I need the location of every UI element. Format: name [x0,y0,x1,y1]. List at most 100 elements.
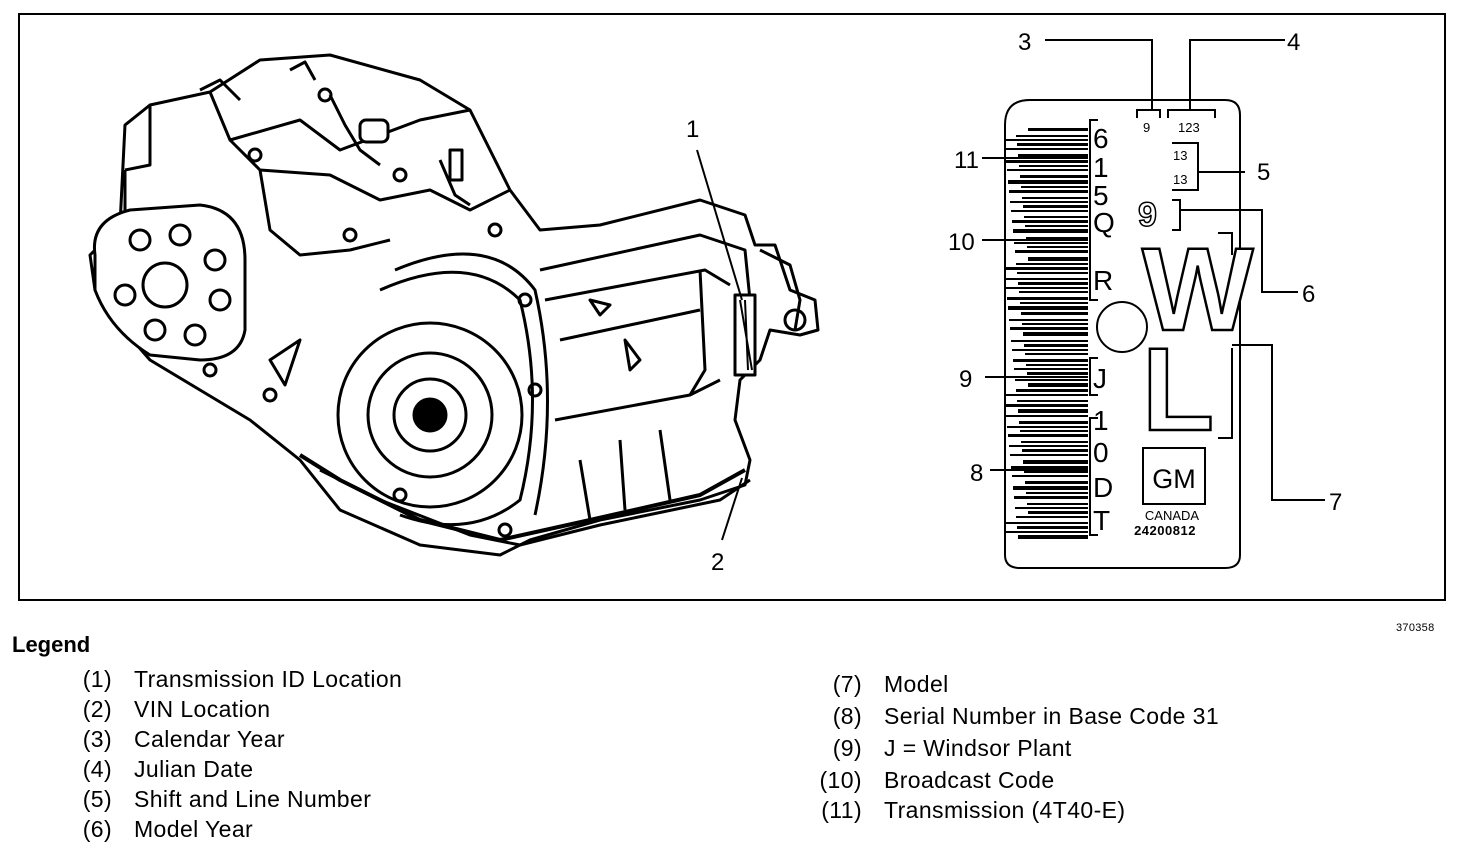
barcode-stripe [1028,383,1088,387]
barcode-stripe [1012,349,1088,351]
legend-text-7: Model [884,671,949,697]
label-leader-lines [982,39,1325,501]
gm-logo [1142,447,1206,505]
barcode-stripe [1015,250,1088,253]
broadcast-code-char: 6 [1093,123,1109,154]
barcode-stripe [1005,278,1088,280]
barcode-stripe [1004,522,1088,524]
legend-text-6: Model Year [134,816,254,842]
barcode-stripe [1009,445,1088,447]
callout-4: 4 [1287,29,1300,56]
callout-1: 1 [686,116,699,143]
broadcast-code-char: 0 [1093,437,1109,468]
model-letter-w: W [1142,224,1254,356]
legend-item-5: (5)Shift and Line Number [83,786,371,813]
shift-line-value-2: 13 [1173,172,1187,187]
broadcast-code-char: R [1093,265,1113,296]
barcode-stripe [1025,481,1088,484]
barcode-stripe [1005,148,1088,150]
barcode-stripe [1004,267,1088,270]
barcode-stripe [1022,197,1088,199]
barcode-stripe [1019,165,1088,167]
barcode-stripe [1013,486,1088,490]
legend-item-2: (2)VIN Location [83,696,271,723]
barcode-stripe [1020,302,1088,304]
broadcast-code-char: J [1093,363,1107,394]
barcode-stripe [1027,246,1088,248]
barcode-stripe [1022,323,1088,325]
barcode-stripe [1027,372,1088,375]
legend-title: Legend [12,632,91,657]
barcode-stripe [1023,460,1088,464]
legend-text-4: Julian Date [134,756,254,782]
barcode-stripe [1012,220,1088,223]
barcode-stripe [1018,535,1088,539]
barcode-stripe [1017,400,1088,402]
barcode-stripe [1011,466,1088,469]
legend-item-9: (9) J = Windsor Plant [833,735,1072,762]
barcode-stripe [1024,471,1088,473]
barcode-stripe [1017,143,1088,146]
julian-date-value: 123 [1178,120,1200,135]
barcode-stripe [1028,128,1088,131]
transmission-drawing [88,53,820,557]
barcode-stripe [1015,507,1088,509]
barcode-stripe [1020,430,1088,432]
barcode-stripe [1026,364,1088,366]
model-year-value: 9 [1138,196,1157,234]
barcode-stripe [1008,306,1088,310]
barcode-stripe [1024,344,1088,347]
broadcast-code-char: 1 [1093,405,1109,436]
legend-num-1: (1) [82,666,112,692]
barcode-stripe [1011,210,1088,212]
barcode-stripe [1010,327,1088,330]
barcode-stripe [1023,332,1088,336]
barcode-stripe [1009,190,1088,193]
barcode-stripe [1026,492,1088,494]
barcode-stripe [1014,496,1088,499]
barcode-stripe [1009,319,1088,321]
gm-logo-text: GM [1152,464,1196,494]
legend-num-9: (9) [832,735,862,761]
barcode-stripe [1021,312,1088,315]
legend-text-8: Serial Number in Base Code 31 [884,703,1220,729]
barcode-stripe [1016,135,1088,137]
model-letter-l: L [1142,324,1214,456]
barcode-stripe [1018,409,1088,413]
barcode-stripe [1025,353,1088,355]
barcode-stripe [1025,225,1088,227]
barcode-stripe [1013,229,1088,233]
barcode-stripe [1024,216,1088,218]
barcode-stripe [1019,421,1088,424]
barcode-stripe [1021,186,1088,188]
legend-text-3: Calendar Year [134,726,285,752]
callout-10: 10 [948,229,975,256]
callout-11: 11 [954,147,979,174]
barcode-stripe [1022,449,1088,452]
legend-item-11: (11)Transmission (4T40-E) [821,797,1125,824]
barcode-stripe [1007,169,1088,171]
barcode-stripe [1018,154,1088,158]
figure-frame [18,13,1446,601]
legend-num-5: (5) [82,786,112,812]
barcode-stripe [1017,526,1088,529]
barcode-stripe [1017,272,1088,274]
callout-9: 9 [959,366,972,393]
legend-text-1: Transmission ID Location [134,666,403,692]
legend-num-7: (7) [832,671,862,697]
barcode-stripe [1023,205,1088,208]
barcode-stripe [1010,201,1088,203]
figure-id: 370358 [1396,622,1435,634]
legend-item-10: (10) Broadcast Code [819,767,1055,794]
barcode-stripe [1015,379,1088,381]
barcode-stripe [1016,263,1088,265]
legend-num-6: (6) [82,816,112,842]
legend-text-9: J = Windsor Plant [884,735,1072,761]
barcode-stripe [1008,434,1088,437]
legend-item-6: (6) Model Year [83,816,254,843]
legend-text-10: Broadcast Code [884,767,1055,793]
broadcast-code-char: D [1093,472,1113,503]
barcode-stripe [1006,160,1088,163]
legend-num-10: (10) [819,767,862,793]
